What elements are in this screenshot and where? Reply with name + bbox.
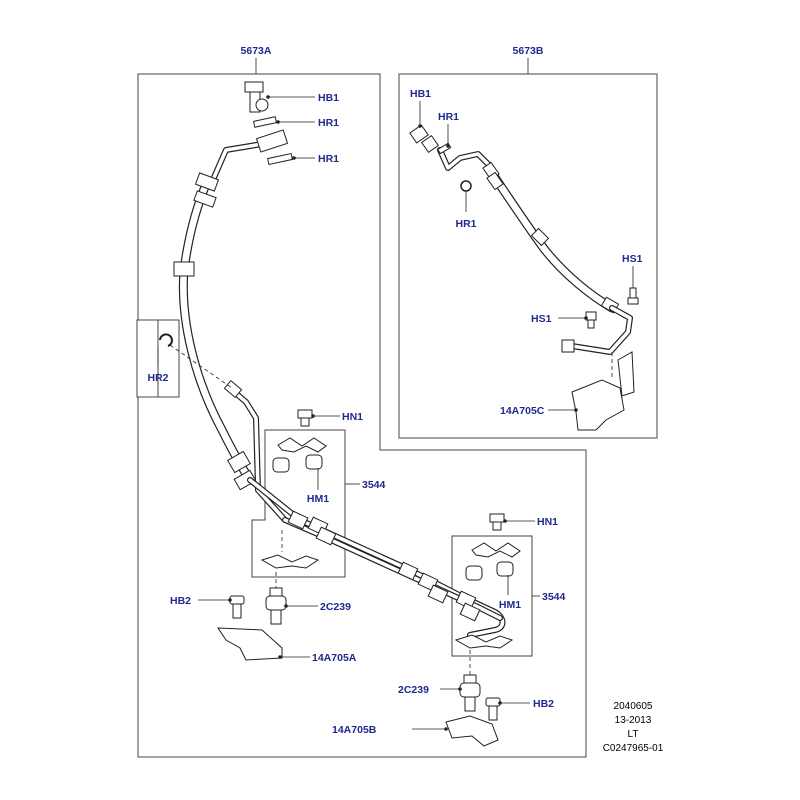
grommet-a1 [272, 457, 290, 473]
grommet-b2 [496, 561, 514, 577]
pipe-end-fitting [255, 129, 289, 153]
right-panel-title: 5673B [513, 45, 544, 57]
grommet-b1 [465, 565, 483, 581]
ref-line-1: 2040605 [614, 701, 653, 712]
clip-hr2 [159, 333, 173, 347]
label-bracket-b: 14A705B [332, 724, 377, 736]
right-panel-frame [398, 73, 658, 439]
nut-hn1-a [297, 409, 313, 427]
clamp-top-a [277, 437, 327, 453]
label-r-hb1: HB1 [410, 88, 431, 100]
label-hb2-a: HB2 [170, 595, 191, 607]
label-hr1-top-b: HR1 [318, 153, 339, 165]
label-bracket-a: 14A705A [312, 652, 357, 664]
label-r-hs1-b: HS1 [531, 313, 552, 325]
label-r-hs1-a: HS1 [622, 253, 643, 265]
bracket-14a705b [445, 715, 499, 747]
bolt-hb2-a [229, 595, 245, 619]
sensor-r-hs1-a [627, 287, 639, 305]
label-kit-a: 3544 [362, 479, 386, 491]
label-r-hr1-b: HR1 [455, 218, 476, 230]
label-r-hr1-a: HR1 [438, 111, 459, 123]
label-hm1-b: HM1 [499, 599, 521, 611]
label-hb2-b: HB2 [533, 698, 554, 710]
main-hose-assembly [173, 140, 506, 638]
label-hr1-top-a: HR1 [318, 117, 339, 129]
stud-2c239-b [459, 674, 481, 712]
clamp-top-b [471, 542, 521, 558]
label-hr2: HR2 [147, 372, 168, 384]
nut-hn1-b [489, 513, 505, 531]
ref-line-4: C0247965-01 [603, 743, 664, 754]
bracket-14a705a [217, 627, 283, 661]
clamp-bottom-b [454, 634, 514, 649]
grommet-a2 [305, 454, 323, 470]
stud-2c239-a [265, 587, 287, 625]
sensor-r-hs1-b [585, 311, 597, 329]
label-hm1-a: HM1 [307, 493, 329, 505]
washer-hr1-top-a [253, 116, 277, 128]
hr2-dashed-guide [169, 344, 233, 389]
banjo-bolt-r-hb1 [409, 124, 440, 154]
kit-box-a [251, 429, 346, 578]
ref-line-3: LT [628, 729, 639, 740]
clamp-bottom-a [260, 554, 320, 569]
label-hb1-top: HB1 [318, 92, 339, 104]
label-hn1-a: HN1 [342, 411, 363, 423]
label-clamp-b: 2C239 [398, 684, 429, 696]
label-kit-b: 3544 [542, 591, 566, 603]
washer-hr1-top-b [267, 152, 293, 166]
left-panel-title: 5673A [241, 45, 272, 57]
label-clamp-a: 2C239 [320, 601, 351, 613]
washer-r-hr1-b [460, 180, 472, 192]
banjo-bolt-hb1 [244, 81, 269, 113]
hr2-callout-box [136, 319, 180, 398]
label-hn1-b: HN1 [537, 516, 558, 528]
ref-line-2: 13-2013 [615, 715, 652, 726]
right-hose-assembly [437, 147, 635, 431]
bolt-hb2-b [485, 697, 501, 721]
label-r-bracket-c: 14A705C [500, 405, 545, 417]
